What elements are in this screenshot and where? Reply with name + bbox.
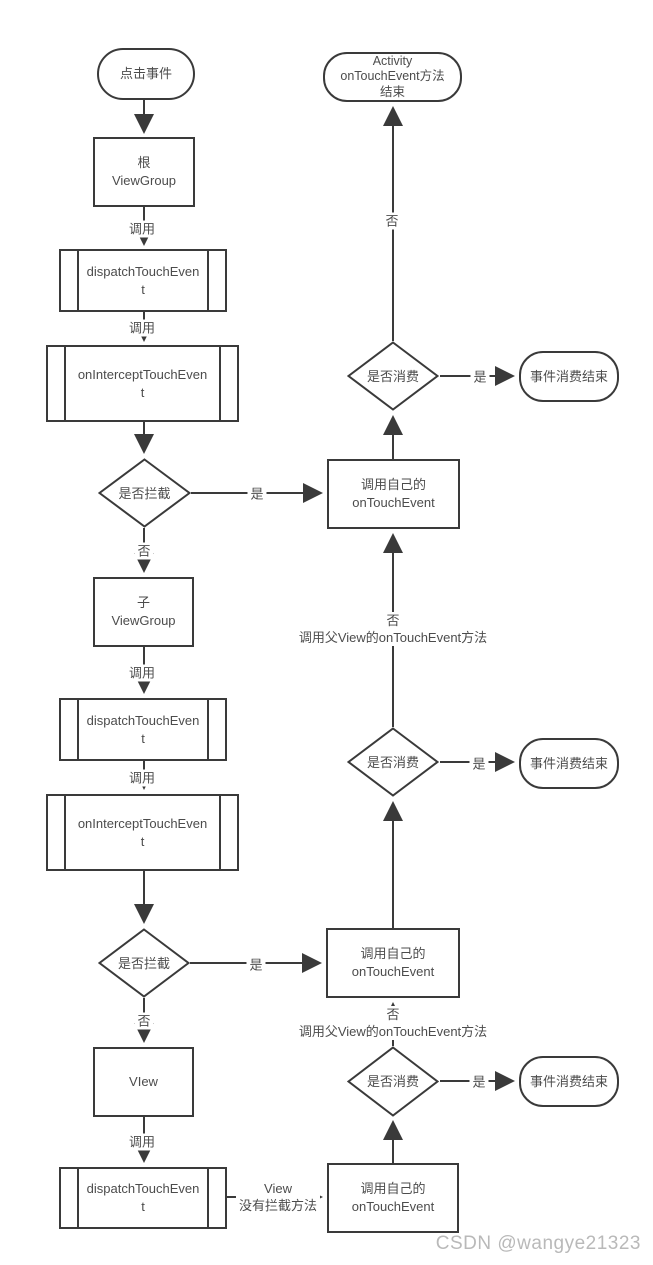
decision-is-intercept-2: 是否拦截 — [98, 928, 190, 998]
terminator-click-event: 点击事件 — [97, 48, 195, 100]
edge-label-no-intercept-1: 否 — [134, 542, 154, 560]
edge-label-call-5: 调用 — [125, 1133, 159, 1151]
node-call-own-ontouchevent-3-label: 调用自己的 onTouchEvent — [351, 1181, 435, 1214]
edge-label-no-consume-2: 否 调用父View的onTouchEvent方法 — [295, 612, 491, 646]
terminator-event-consume-end-1: 事件消费结束 — [519, 351, 619, 402]
terminator-event-consume-end-2-label: 事件消费结束 — [529, 755, 608, 771]
node-dispatch-touch-event-3: dispatchTouchEven t — [59, 1167, 227, 1229]
decision-is-consume-2-label: 是否消费 — [366, 754, 419, 770]
decision-is-consume-2: 是否消费 — [347, 727, 439, 797]
edge-label-view-no-intercept: View 没有拦截方法 — [235, 1180, 321, 1214]
edge-label-no-intercept-2: 否 — [134, 1012, 154, 1030]
node-child-viewgroup-label: 子 ViewGroup — [111, 595, 176, 628]
csdn-watermark: CSDN @wangye21323 — [435, 1233, 641, 1254]
edge-label-no-consume-1: 否 — [382, 212, 402, 230]
terminator-event-consume-end-1-label: 事件消费结束 — [529, 368, 608, 384]
node-on-intercept-touch-event-2: onInterceptTouchEven t — [46, 794, 239, 871]
terminator-event-consume-end-2: 事件消费结束 — [519, 738, 619, 789]
edge-label-call-2: 调用 — [125, 319, 159, 337]
decision-is-consume-3-label: 是否消费 — [366, 1074, 419, 1089]
node-call-own-ontouchevent-3: 调用自己的 onTouchEvent — [327, 1163, 459, 1233]
edge-label-yes-consume-3: 是 — [469, 1073, 489, 1091]
edge-label-no-consume-3: 否 调用父View的onTouchEvent方法 — [295, 1006, 491, 1040]
edge-label-yes-consume-1: 是 — [470, 368, 490, 386]
terminator-click-event-label: 点击事件 — [119, 66, 172, 81]
diamond-shape-icon — [347, 727, 439, 797]
node-dispatch-touch-event-2: dispatchTouchEven t — [59, 698, 227, 761]
edge-label-yes-intercept-2: 是 — [246, 956, 266, 974]
edge-label-call-3: 调用 — [125, 664, 159, 682]
diamond-shape-icon — [98, 458, 191, 528]
node-dispatch-touch-event-1-label: dispatchTouchEven t — [86, 263, 200, 297]
decision-is-consume-1-label: 是否消费 — [366, 368, 419, 384]
terminator-activity-ontouchevent-end-label: Activity onTouchEvent方法 结束 — [340, 53, 445, 99]
node-child-viewgroup: 子 ViewGroup — [93, 577, 194, 647]
node-dispatch-touch-event-2-label: dispatchTouchEven t — [86, 712, 200, 746]
node-root-viewgroup: 根 ViewGroup — [93, 137, 195, 207]
diamond-shape-icon — [347, 341, 439, 411]
node-on-intercept-touch-event-1-label: onInterceptTouchEven t — [77, 366, 208, 400]
node-dispatch-touch-event-3-label: dispatchTouchEven t — [86, 1181, 200, 1214]
decision-is-consume-1: 是否消费 — [347, 341, 439, 411]
node-on-intercept-touch-event-2-label: onInterceptTouchEven t — [77, 815, 208, 849]
node-call-own-ontouchevent-2-label: 调用自己的 onTouchEvent — [351, 946, 435, 979]
node-call-own-ontouchevent-1-label: 调用自己的 onTouchEvent — [352, 477, 435, 510]
edge-label-call-1: 调用 — [125, 220, 159, 238]
edge-label-yes-intercept-1: 是 — [247, 485, 267, 503]
diamond-shape-icon — [98, 928, 190, 998]
edge-label-call-4: 调用 — [125, 769, 159, 787]
node-on-intercept-touch-event-1: onInterceptTouchEven t — [46, 345, 239, 422]
terminator-activity-ontouchevent-end: Activity onTouchEvent方法 结束 — [323, 52, 462, 102]
edge-label-yes-consume-2: 是 — [469, 755, 489, 773]
terminator-event-consume-end-3: 事件消费结束 — [519, 1056, 619, 1107]
node-dispatch-touch-event-1: dispatchTouchEven t — [59, 249, 227, 312]
diamond-shape-icon — [347, 1046, 439, 1117]
decision-is-consume-3: 是否消费 — [347, 1046, 439, 1117]
terminator-event-consume-end-3-label: 事件消费结束 — [529, 1073, 608, 1089]
node-view-label: VIew — [129, 1074, 158, 1089]
decision-is-intercept-2-label: 是否拦截 — [117, 955, 170, 971]
decision-is-intercept-1-label: 是否拦截 — [118, 485, 171, 501]
node-call-own-ontouchevent-2: 调用自己的 onTouchEvent — [326, 928, 460, 998]
decision-is-intercept-1: 是否拦截 — [98, 458, 191, 528]
node-call-own-ontouchevent-1: 调用自己的 onTouchEvent — [327, 459, 460, 529]
node-view: VIew — [93, 1047, 194, 1117]
node-root-viewgroup-label: 根 ViewGroup — [111, 155, 177, 188]
